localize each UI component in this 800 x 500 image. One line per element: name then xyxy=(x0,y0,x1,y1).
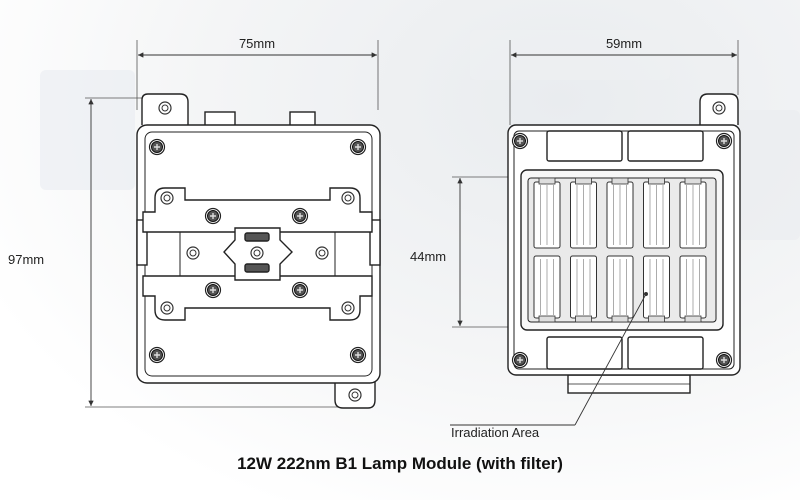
lamp-tube-grid xyxy=(533,177,707,323)
mount-hole-icon xyxy=(341,191,355,205)
tube-end-cap xyxy=(538,315,556,323)
tube-end-cap xyxy=(575,177,592,185)
mount-hole-icon xyxy=(348,388,362,402)
top-slot-left xyxy=(546,130,623,162)
tube-end-cap xyxy=(684,177,702,185)
background-panel-left xyxy=(40,70,135,190)
hub-slot-top xyxy=(244,232,270,242)
screw-icon xyxy=(204,207,222,225)
side-plate-inner xyxy=(513,130,735,370)
screw-icon xyxy=(715,351,733,369)
front-top-tab-right xyxy=(289,111,316,127)
screw-icon xyxy=(204,281,222,299)
tube-end-cap xyxy=(611,315,629,323)
screw-icon xyxy=(148,138,166,156)
tube-end-cap xyxy=(611,177,629,185)
top-slot-right xyxy=(627,130,704,162)
window-height-label: 44mm xyxy=(410,249,446,264)
front-width-label: 75mm xyxy=(239,36,275,51)
screw-icon xyxy=(291,281,309,299)
hub-slot-bottom xyxy=(244,263,270,273)
lower-clamp-bar xyxy=(142,275,373,321)
screw-icon xyxy=(511,351,529,369)
mount-hole-icon xyxy=(250,246,264,260)
screw-icon xyxy=(715,132,733,150)
mount-hole-icon xyxy=(315,246,329,260)
mount-hole-icon xyxy=(712,101,726,115)
tube-end-cap xyxy=(538,177,556,185)
tube-end-cap xyxy=(648,315,665,323)
screw-icon xyxy=(148,346,166,364)
mount-hole-icon xyxy=(160,191,174,205)
mount-hole-icon xyxy=(341,301,355,315)
screw-icon xyxy=(349,138,367,156)
front-side-tab-right-upper xyxy=(369,219,381,266)
front-side-tab-left-upper xyxy=(136,219,148,266)
callout-leader xyxy=(574,293,647,426)
bottom-slot-left xyxy=(546,336,623,370)
diagram-caption: 12W 222nm B1 Lamp Module (with filter) xyxy=(237,454,563,473)
height-label: 97mm xyxy=(8,252,44,267)
side-width-label: 59mm xyxy=(606,36,642,51)
mount-hole-icon xyxy=(158,101,172,115)
mount-hole-icon xyxy=(160,301,174,315)
tube-end-cap xyxy=(648,177,665,185)
bottom-slot-right xyxy=(627,336,704,370)
callout-dot xyxy=(644,292,648,296)
screw-icon xyxy=(291,207,309,225)
front-view xyxy=(85,40,381,409)
screw-icon xyxy=(349,346,367,364)
irradiation-area-label: Irradiation Area xyxy=(451,425,540,440)
screw-icon xyxy=(511,132,529,150)
upper-clamp-bar xyxy=(142,187,373,233)
mount-hole-icon xyxy=(186,246,200,260)
tube-end-cap xyxy=(684,315,702,323)
front-top-tab-left xyxy=(204,111,236,127)
tube-end-cap xyxy=(575,315,592,323)
